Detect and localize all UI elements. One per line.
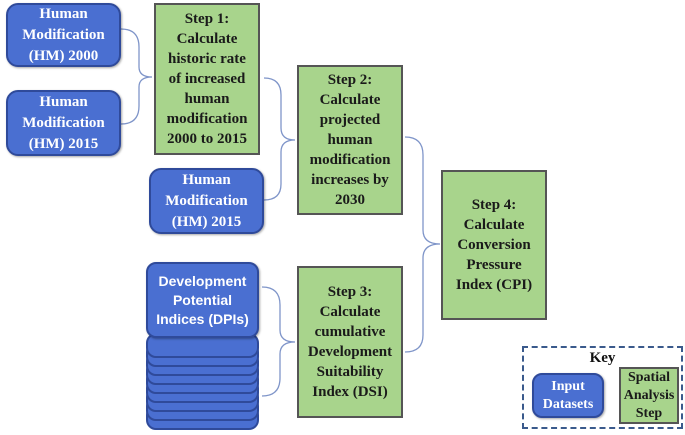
input-hm-2015-b: Human Modification (HM) 2015 xyxy=(149,168,264,234)
legend-input-datasets: Input Datasets xyxy=(532,373,604,418)
step-4-box: Step 4: Calculate Conversion Pressure In… xyxy=(441,170,547,320)
input-hm-2000: Human Modification (HM) 2000 xyxy=(6,3,121,67)
step-1-box: Step 1: Calculate historic rate of incre… xyxy=(154,3,260,155)
bracket-hm-to-step1 xyxy=(120,28,153,125)
legend-title: Key xyxy=(589,350,616,366)
step-3-box: Step 3: Calculate cumulative Development… xyxy=(297,266,403,418)
legend-spatial-analysis-step: Spatial Analysis Step xyxy=(619,367,679,424)
bracket-step1-to-step2 xyxy=(263,77,296,201)
input-hm-2015-a: Human Modification (HM) 2015 xyxy=(6,90,121,156)
legend-key: Key Input Datasets Spatial Analysis Step xyxy=(522,346,683,429)
bracket-dpi-to-step3 xyxy=(261,286,296,397)
input-dpi: Development Potential Indices (DPIs) xyxy=(146,262,259,338)
bracket-to-step4 xyxy=(404,136,441,353)
step-2-box: Step 2: Calculate projected human modifi… xyxy=(297,65,403,215)
